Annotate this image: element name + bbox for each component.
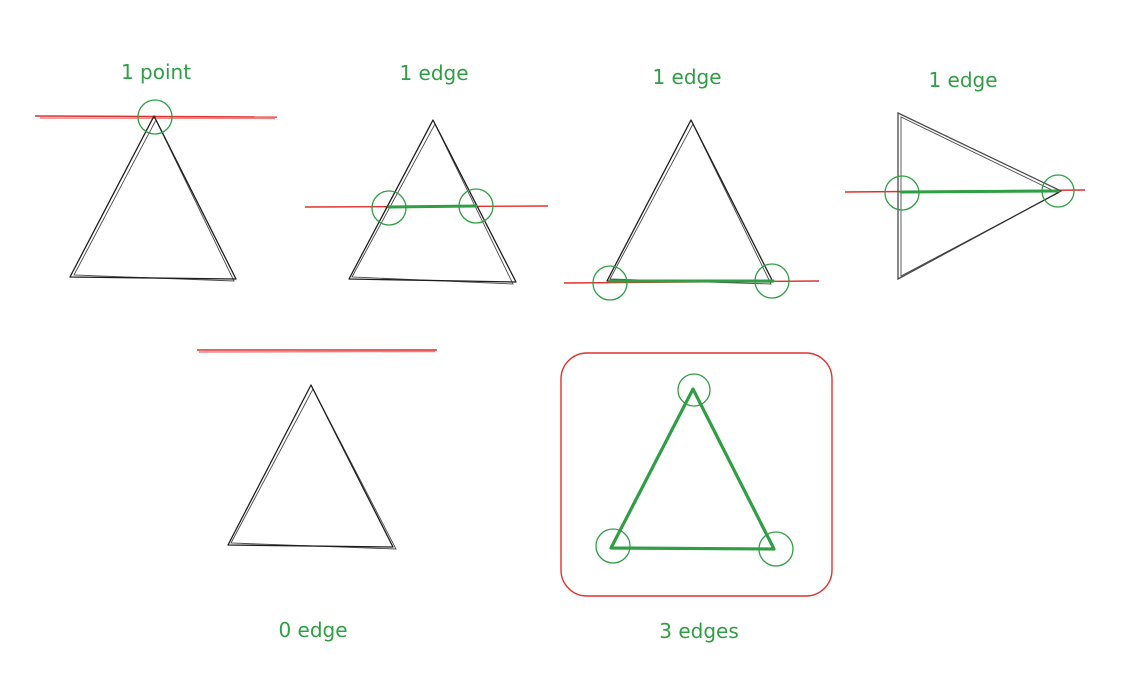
intersection-circle-left [884, 175, 920, 211]
intersection-circle-left [592, 265, 628, 301]
vertex-circle-right [758, 531, 794, 567]
label-3-edges: 3 edges [659, 619, 739, 643]
intersection-circle-right [458, 188, 494, 224]
triangle-stroke [230, 388, 397, 550]
green-edge [899, 189, 1059, 194]
triangle-stroke [351, 123, 514, 285]
panel-3-edge: 1 edge [563, 65, 820, 301]
label-0-edge: 0 edge [278, 618, 347, 642]
triangle [897, 111, 1063, 281]
panel-3-edges: 3 edges [560, 352, 833, 643]
panel-0-edge: 0 edge [197, 349, 437, 642]
green-triangle [609, 387, 776, 551]
panel-1-point: 1 point [34, 60, 278, 282]
vertex-circle-top [677, 373, 711, 407]
intersection-circle-right [754, 263, 790, 299]
triangle [227, 384, 394, 548]
panel-4-edge: 1 edge [844, 68, 1086, 281]
intersection-circle-right [1041, 174, 1075, 208]
label-1-edge-b: 1 edge [652, 65, 721, 89]
intersection-circle-left [371, 190, 407, 226]
red-line-stroke [39, 117, 276, 120]
label-1-edge-a: 1 edge [399, 61, 468, 85]
green-edge [387, 204, 478, 209]
panel-2-edge: 1 edge [304, 61, 549, 285]
triangle-stroke [900, 116, 1059, 277]
vertex-circle-left [595, 528, 631, 564]
red-line [34, 115, 278, 118]
highlight-frame [560, 352, 833, 597]
red-line-stroke [198, 350, 436, 353]
label-1-point: 1 point [121, 60, 191, 84]
triangle [69, 115, 237, 280]
triangle-stroke [73, 119, 235, 282]
label-1-edge-c: 1 edge [928, 68, 997, 92]
triangle-stroke [609, 123, 772, 285]
triangle [606, 119, 774, 283]
intersection-circle [137, 99, 173, 135]
